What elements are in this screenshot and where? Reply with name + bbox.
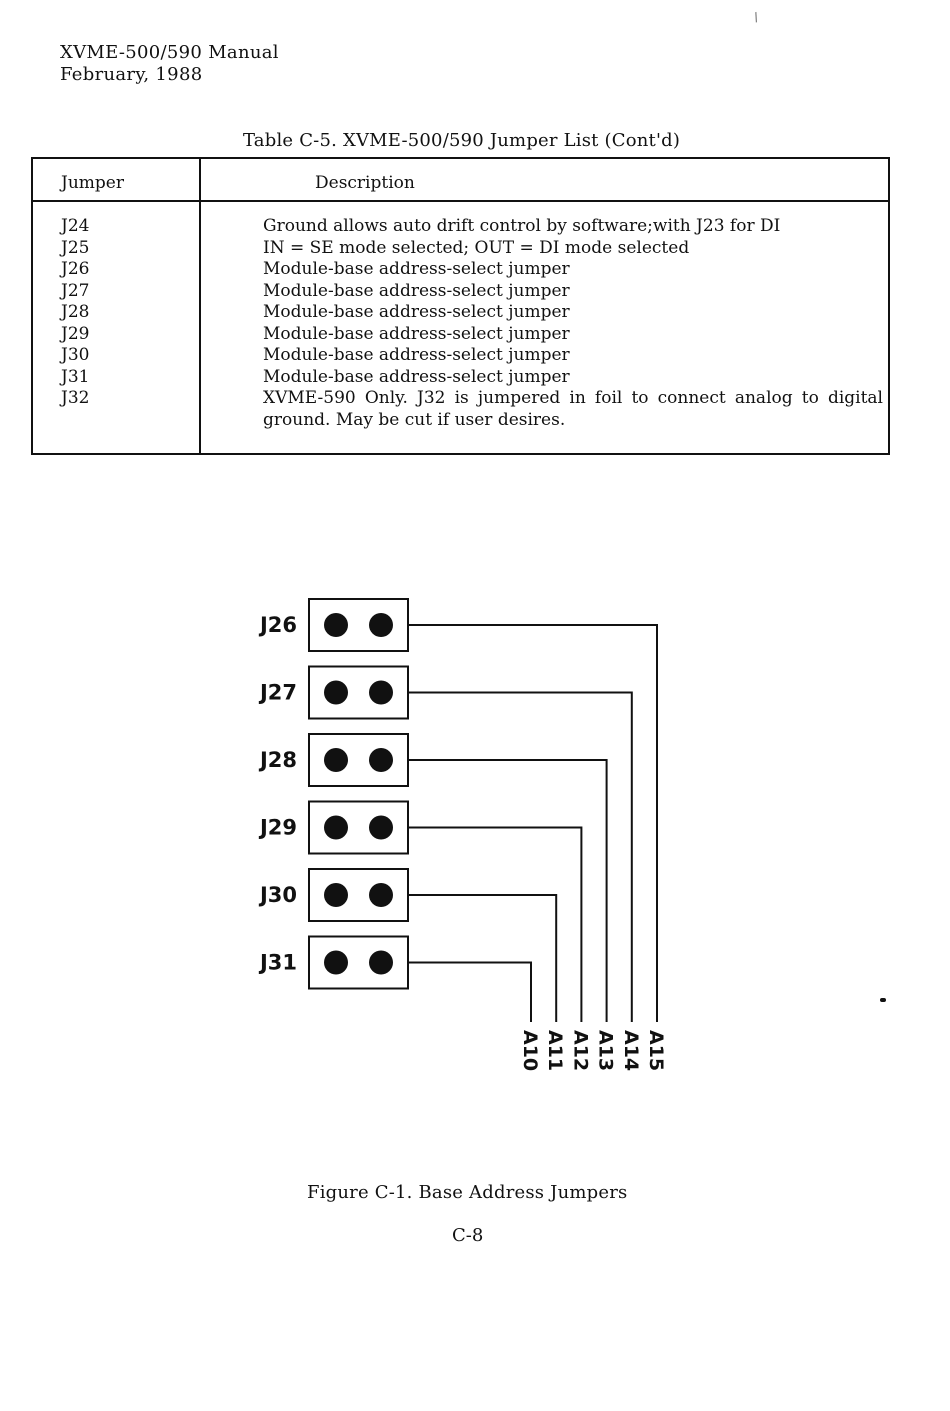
jumper-block <box>308 665 409 720</box>
table-header-divider <box>33 200 888 202</box>
table-row: J27 Module-base address-select jumper <box>61 281 883 303</box>
jumper-label: J30 <box>258 883 297 907</box>
jumper-id: J25 <box>61 237 90 258</box>
address-line <box>408 961 532 1022</box>
table-column-divider <box>199 159 201 453</box>
jumper-id: J31 <box>61 366 90 387</box>
jumper-id: J32 <box>61 388 90 408</box>
address-label: A14 <box>620 1030 642 1071</box>
address-line <box>408 691 633 1022</box>
jumper-label: J27 <box>258 681 297 705</box>
jumper-label: J28 <box>258 748 297 772</box>
address-line <box>408 759 608 1022</box>
address-line <box>408 826 583 1022</box>
jumper-id: J24 <box>61 216 90 236</box>
column-header-description: Description <box>315 173 415 193</box>
jumper-pin <box>324 613 348 637</box>
table-row: J26 Module-base address-select jumper <box>61 259 883 281</box>
jumper-pin <box>324 883 348 907</box>
jumper-pin <box>369 815 393 840</box>
jumper-block <box>308 733 409 787</box>
table-row: J25 IN = SE mode selected; OUT = DI mode … <box>61 238 883 260</box>
address-line <box>408 894 558 1022</box>
jumper-pin <box>369 950 393 975</box>
jumper-label: J26 <box>258 613 297 637</box>
jumper-id: J29 <box>61 323 90 344</box>
jumper-description: Module-base address-select jumper <box>263 366 570 387</box>
address-label: A15 <box>645 1030 667 1071</box>
address-label: A11 <box>544 1030 566 1071</box>
jumper-table: Jumper Description J24 Ground allows auto… <box>31 157 890 455</box>
jumper-description: Module-base address-select jumper <box>263 323 570 344</box>
table-caption: Table C-5. XVME-500/590 Jumper List (Con… <box>243 130 681 151</box>
table-row: J28 Module-base address-select jumper <box>61 302 883 324</box>
jumper-block <box>308 868 409 922</box>
jumper-description: IN = SE mode selected; OUT = DI mode sel… <box>263 237 690 258</box>
jumper-label: J29 <box>258 816 297 840</box>
address-line <box>408 624 658 1022</box>
table-row: J32 XVME-590 Only. J32 is jumpered in foi… <box>61 388 883 431</box>
table-row: J31 Module-base address-select jumper <box>61 367 883 389</box>
stray-ink-dot <box>880 998 886 1002</box>
jumper-pin <box>369 748 393 772</box>
address-label: A12 <box>569 1030 591 1071</box>
jumper-block <box>308 935 409 990</box>
jumper-id: J26 <box>61 259 90 279</box>
jumper-block <box>308 598 409 652</box>
jumper-description: Module-base address-select jumper <box>263 345 570 365</box>
page-header: XVME-500/590 Manual February, 1988 <box>60 42 279 86</box>
table-row: J29 Module-base address-select jumper <box>61 324 883 346</box>
figure-caption: Figure C-1. Base Address Jumpers <box>307 1182 628 1203</box>
manual-date: February, 1988 <box>60 64 203 85</box>
jumper-description: Module-base address-select jumper <box>263 259 570 279</box>
jumper-description: XVME-590 Only. J32 is jumpered in foil t… <box>263 388 883 430</box>
jumper-pin <box>324 950 348 975</box>
jumper-id: J30 <box>61 345 90 365</box>
jumper-pin <box>324 748 348 772</box>
table-row: J24 Ground allows auto drift control by s… <box>61 216 883 238</box>
jumper-pin <box>369 680 393 705</box>
column-header-jumper: Jumper <box>61 173 124 193</box>
jumper-label: J31 <box>258 951 297 975</box>
jumper-id: J27 <box>61 280 90 301</box>
jumper-id: J28 <box>61 302 90 322</box>
address-label: A10 <box>519 1030 541 1071</box>
jumper-description: Module-base address-select jumper <box>263 302 570 322</box>
jumper-pin <box>369 613 393 637</box>
jumper-description: Module-base address-select jumper <box>263 280 570 301</box>
table-row: J30 Module-base address-select jumper <box>61 345 883 367</box>
jumper-block <box>308 800 409 855</box>
jumper-description: Ground allows auto drift control by soft… <box>263 216 781 236</box>
jumper-pin <box>369 883 393 907</box>
jumper-pin <box>324 680 348 705</box>
address-label: A13 <box>595 1030 617 1071</box>
jumper-pin <box>324 815 348 840</box>
manual-title: XVME-500/590 Manual <box>60 42 279 63</box>
page-number: C-8 <box>452 1225 484 1246</box>
table-body: J24 Ground allows auto drift control by s… <box>61 216 883 431</box>
